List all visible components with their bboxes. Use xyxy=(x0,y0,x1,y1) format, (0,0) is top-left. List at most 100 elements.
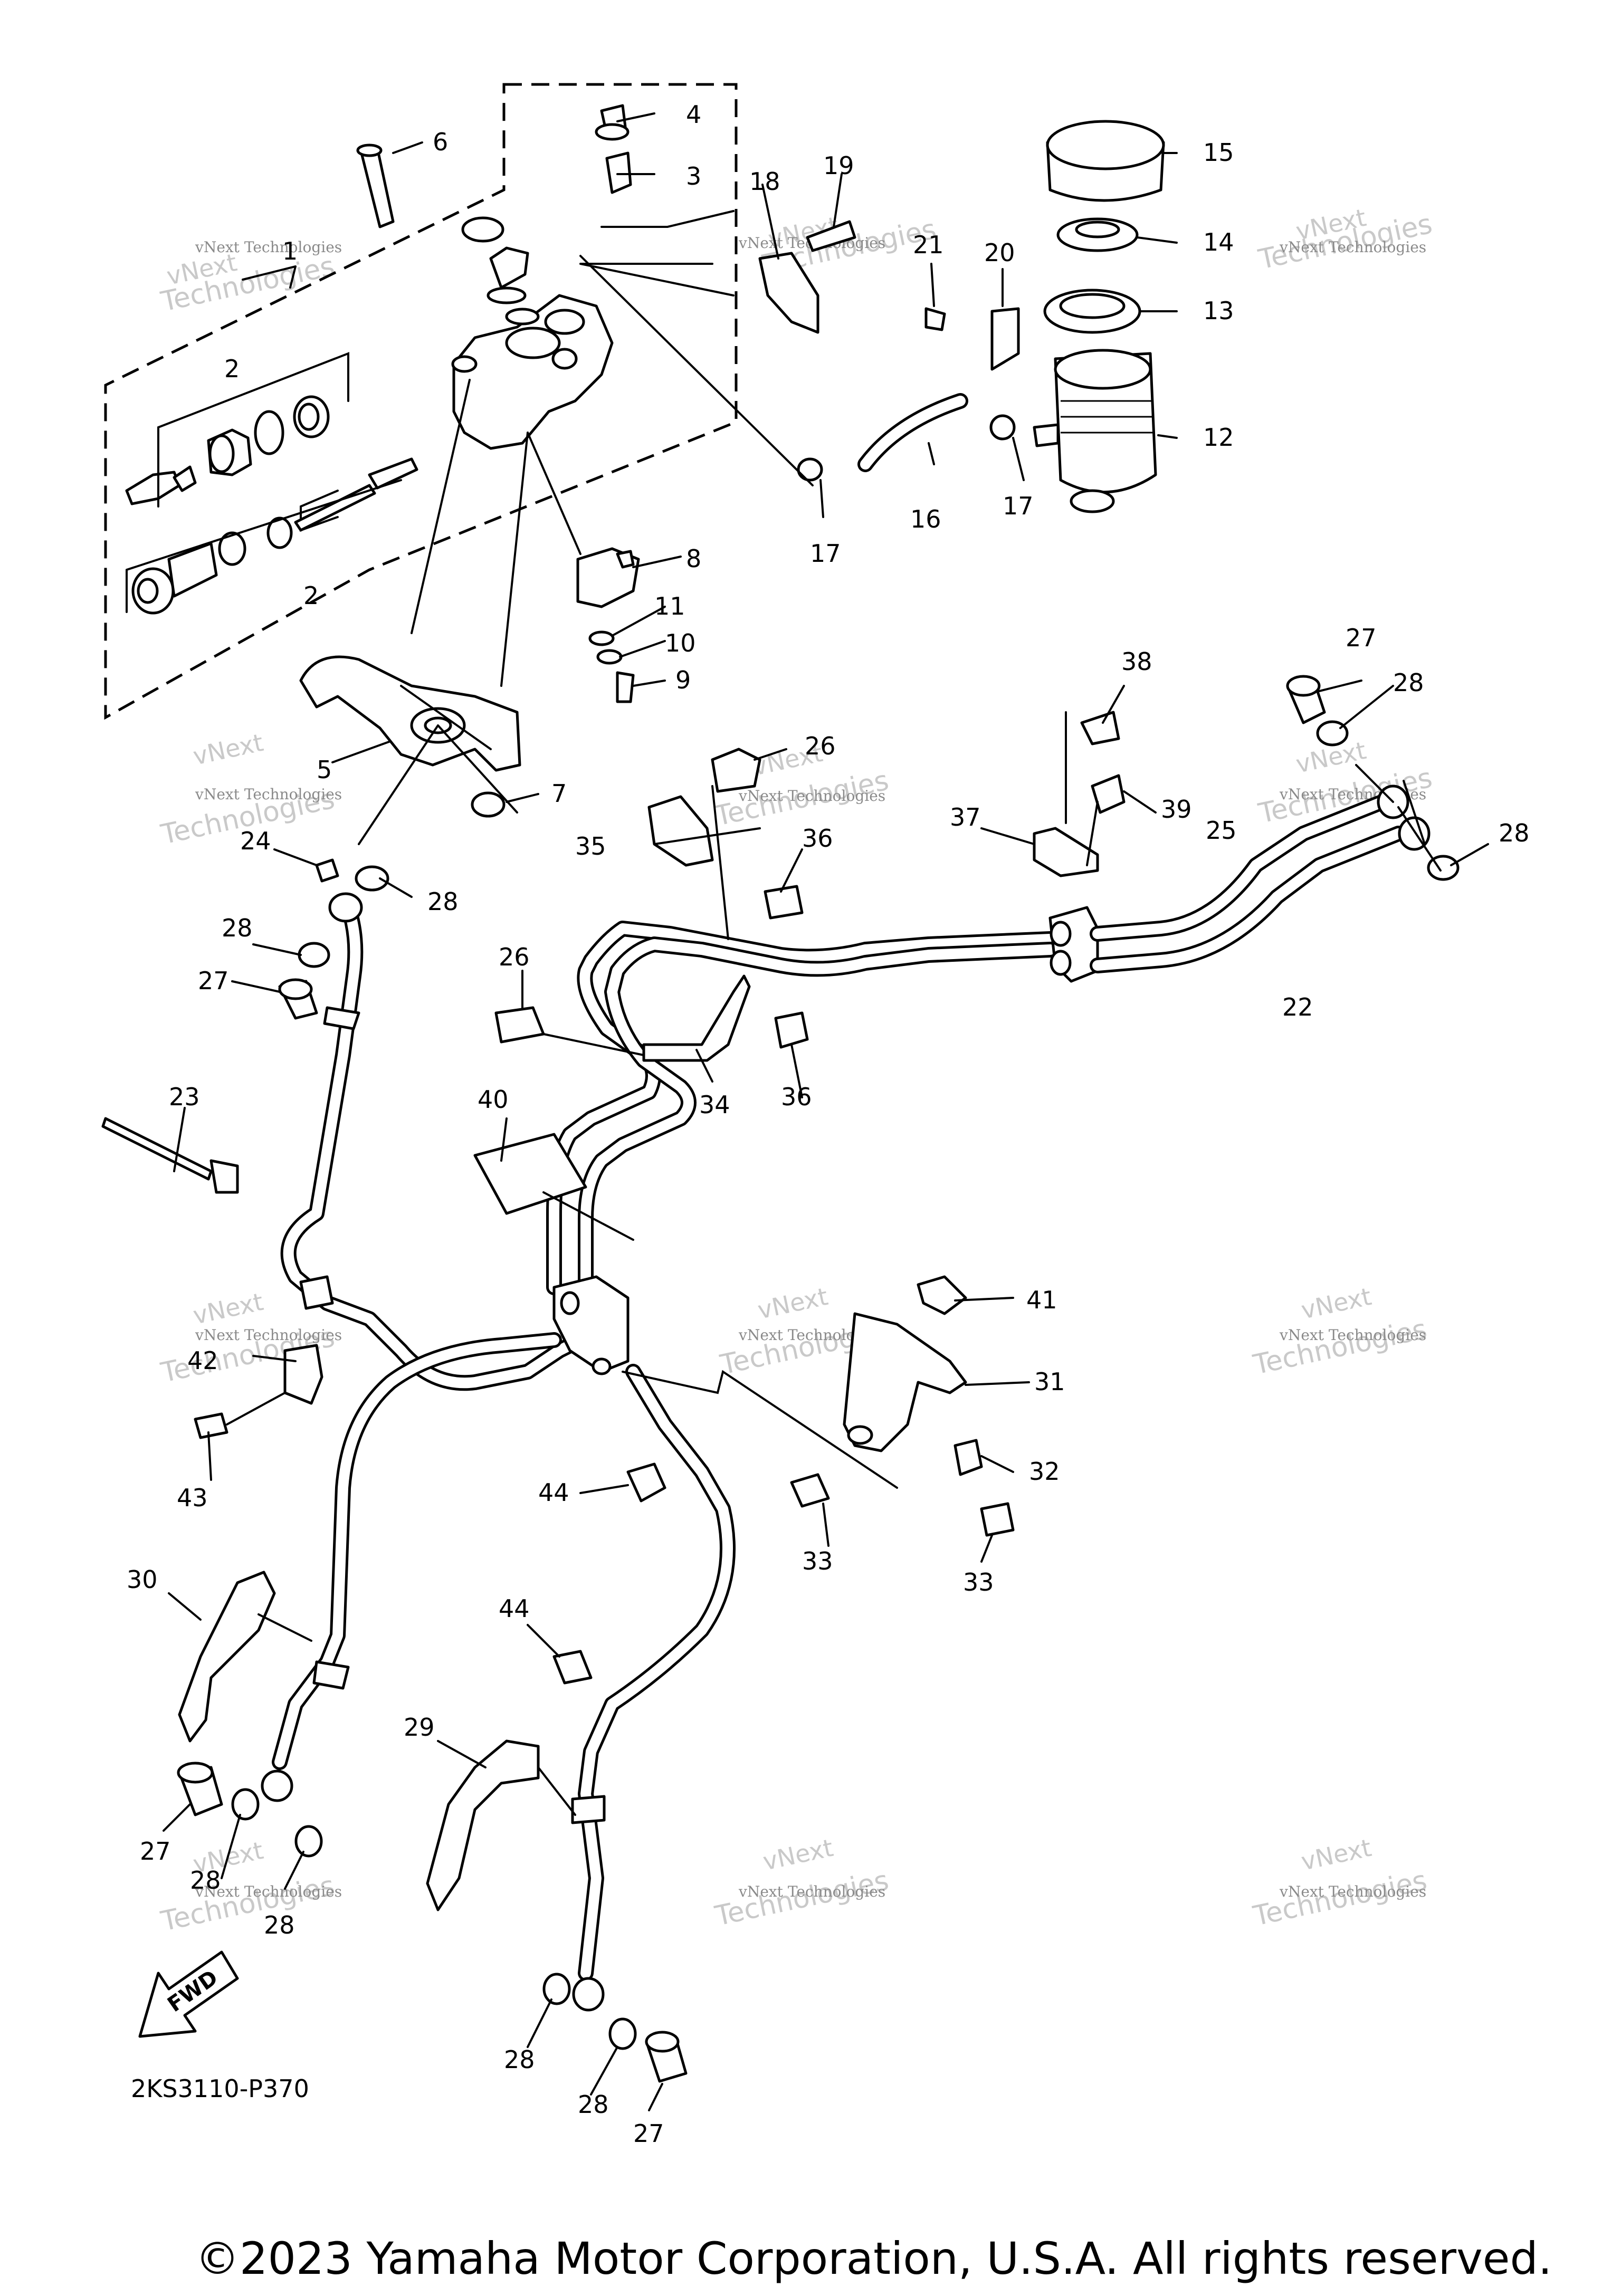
callout-41: 41 xyxy=(1026,1286,1057,1314)
hose-clamp xyxy=(552,1650,593,1685)
callout-7: 7 xyxy=(551,779,567,808)
callout-28: 28 xyxy=(1393,668,1424,697)
hose-sleeve xyxy=(299,1275,334,1310)
callout-3: 3 xyxy=(686,162,701,190)
rubber-stopper xyxy=(917,1275,967,1315)
svg-text:vNext: vNext xyxy=(190,1287,266,1330)
watermark-text: vNext Technologies xyxy=(1279,1326,1426,1344)
callout-43: 43 xyxy=(177,1484,208,1512)
copper-washer xyxy=(608,2017,637,2050)
diaphragm-plate xyxy=(1056,217,1139,252)
kit-bracket-lower xyxy=(126,479,402,613)
pipe-clamp xyxy=(711,748,761,793)
callout-28: 28 xyxy=(427,887,459,916)
holder-bolt-43 xyxy=(194,1412,228,1439)
svg-text:Technologies: Technologies xyxy=(158,1870,337,1938)
callout-24: 24 xyxy=(240,827,271,855)
stay-bolt xyxy=(764,885,804,920)
hose-clamp xyxy=(626,1462,666,1503)
cable-tie xyxy=(101,1117,239,1194)
callout-27: 27 xyxy=(1346,624,1377,652)
callout-4: 4 xyxy=(686,100,701,129)
watermark: vNext Technologies vNext Technologies xyxy=(712,1833,891,1933)
master-cylinder-kit-outline xyxy=(104,83,738,720)
callout-37: 37 xyxy=(950,803,981,831)
bracket-bolt-33 xyxy=(980,1502,1015,1537)
piston-kit-upper xyxy=(125,395,418,532)
callout-18: 18 xyxy=(749,167,780,196)
callout-33: 33 xyxy=(963,1568,994,1596)
brake-pipe-upper xyxy=(546,921,1058,1295)
piston-kit-lower xyxy=(131,484,376,615)
watermark-text: vNext Technologies xyxy=(1279,1883,1426,1900)
callout-2: 2 xyxy=(303,581,319,610)
copper-washer xyxy=(298,942,330,968)
reservoir-tank xyxy=(1033,349,1157,513)
union-bolt-27 xyxy=(278,978,318,1020)
callout-8: 8 xyxy=(686,544,701,573)
callouts: 1 2 2 3 4 5 6 7 8 9 10 11 12 13 14 15 16… xyxy=(127,100,1530,2148)
watermark-text: vNext Technologies xyxy=(195,1883,342,1900)
watermark: vNext Technologies vNext Technologies xyxy=(1255,203,1435,276)
brake-pipe-upper-2 xyxy=(578,936,1058,1295)
callout-44: 44 xyxy=(538,1478,569,1507)
bracket-bolt-33 xyxy=(790,1473,830,1508)
hose-fitting xyxy=(328,892,363,923)
switch-screw xyxy=(616,671,635,703)
watermark: vNext Technologies vNext Technologies xyxy=(1250,1282,1429,1381)
callout-17: 17 xyxy=(1003,492,1034,520)
callout-38: 38 xyxy=(1121,647,1152,676)
hose-clip xyxy=(797,457,823,482)
callout-13: 13 xyxy=(1203,296,1234,325)
callout-20: 20 xyxy=(984,238,1015,267)
caliper-hose-guide-left xyxy=(178,1571,276,1743)
reservoir-bracket xyxy=(990,307,1020,371)
callout-25: 25 xyxy=(1206,816,1237,845)
reservoir-cap xyxy=(1046,120,1165,202)
banjo-end xyxy=(261,1769,293,1802)
watermark-text: vNext Technologies xyxy=(1279,238,1426,256)
callout-11: 11 xyxy=(654,592,685,620)
callout-17: 17 xyxy=(810,539,841,568)
pipe-clamp xyxy=(494,1006,545,1044)
washer xyxy=(588,630,615,646)
brake-hose-lower-left xyxy=(272,1332,562,1770)
copper-washer xyxy=(355,865,389,892)
lever-nut xyxy=(471,791,506,818)
hose-clip xyxy=(989,414,1016,441)
callout-26: 26 xyxy=(805,732,836,760)
callout-39: 39 xyxy=(1161,795,1192,824)
kit-bracket-upper xyxy=(157,352,349,508)
callout-28: 28 xyxy=(578,2090,609,2119)
copper-washer xyxy=(294,1825,323,1858)
watermark-text: vNext Technologies xyxy=(195,786,342,803)
callout-26: 26 xyxy=(499,943,530,971)
banjo-end xyxy=(572,1977,605,2012)
svg-text:vNext: vNext xyxy=(760,1833,836,1876)
callout-28: 28 xyxy=(504,2045,535,2074)
callout-36: 36 xyxy=(781,1083,812,1111)
copper-washer xyxy=(542,1973,571,2005)
union-bolt-27 xyxy=(645,2031,688,2083)
watermark: vNext Technologies vNext Technologies xyxy=(1250,1833,1429,1933)
callout-21: 21 xyxy=(913,231,944,259)
holder-bolt xyxy=(806,220,856,252)
hose-guide-bracket xyxy=(843,1312,967,1452)
callout-19: 19 xyxy=(823,151,854,180)
callout-30: 30 xyxy=(127,1565,158,1594)
callout-36: 36 xyxy=(802,824,833,853)
pivot-bolt xyxy=(356,144,395,228)
callout-44: 44 xyxy=(499,1594,530,1623)
callout-10: 10 xyxy=(665,629,696,657)
o-ring xyxy=(505,308,540,326)
hose-joint xyxy=(487,246,529,304)
pipe-stay-35 xyxy=(647,795,714,867)
stay-bolt xyxy=(774,1011,809,1049)
bleed-fitting xyxy=(595,104,630,141)
union-bolt xyxy=(605,151,632,194)
callout-28: 28 xyxy=(264,1911,295,1939)
hose-holder xyxy=(283,1344,323,1405)
callout-31: 31 xyxy=(1034,1367,1065,1396)
watermark-text: vNext Technologies xyxy=(738,1883,885,1900)
three-way-joint xyxy=(552,1275,630,1375)
